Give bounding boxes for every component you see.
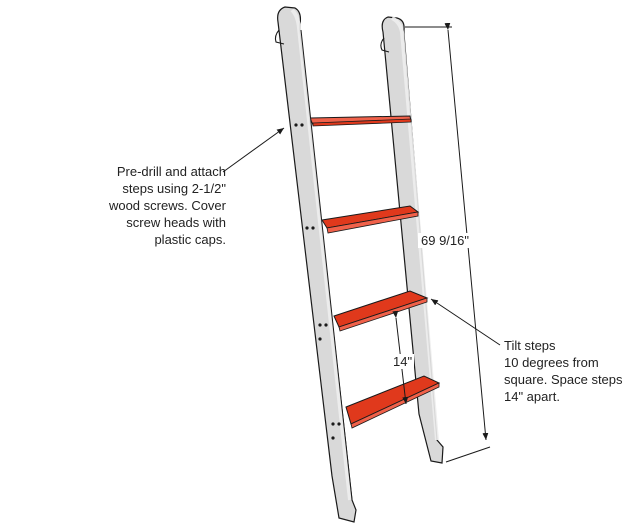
tilt-line-1: Tilt steps	[504, 338, 556, 353]
step-3	[333, 290, 429, 332]
tilt-line-4: 14" apart.	[504, 389, 560, 404]
height-dimension-label: 69 9/16"	[418, 233, 472, 248]
step-1	[309, 115, 412, 127]
right-rail	[380, 16, 444, 464]
tilt-callout: Tilt steps 10 degrees from square. Space…	[504, 337, 623, 405]
tilt-line-3: square. Space steps	[504, 372, 623, 387]
predrill-line-2: steps using 2-1/2"	[122, 181, 226, 196]
step-2	[321, 205, 420, 234]
screw-holes	[294, 123, 341, 440]
predrill-line-1: Pre-drill and attach	[116, 164, 226, 179]
predrill-leader-line	[222, 127, 285, 173]
predrill-line-5: plastic caps.	[154, 232, 226, 247]
predrill-line-3: wood screws. Cover	[108, 198, 226, 213]
spacing-dimension-label: 14"	[391, 354, 415, 369]
tilt-leader-line	[430, 298, 501, 346]
predrill-callout: Pre-drill and attach steps using 2-1/2" …	[76, 163, 226, 248]
predrill-line-4: screw heads with	[126, 215, 226, 230]
left-rail	[274, 6, 357, 523]
tilt-line-2: 10 degrees from	[504, 355, 599, 370]
